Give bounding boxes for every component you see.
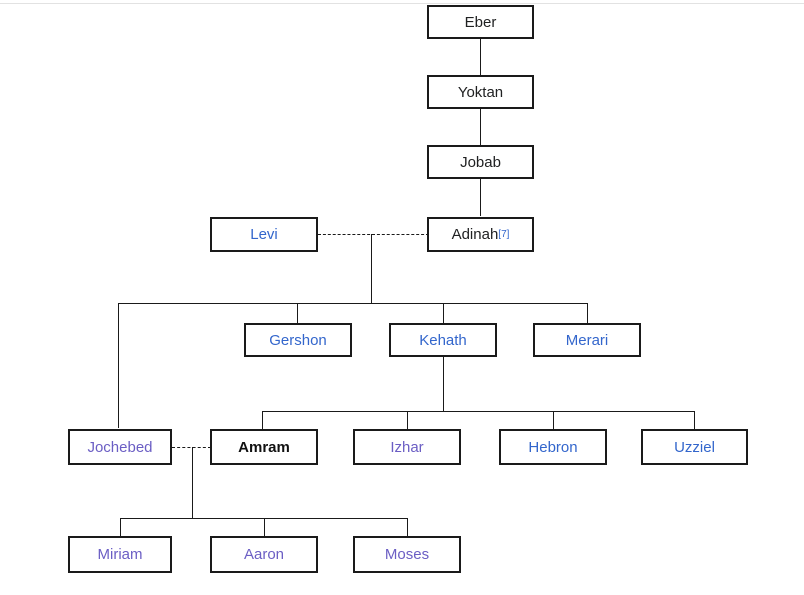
- node-eber-label: Eber: [464, 13, 497, 31]
- node-amram-label: Amram: [238, 438, 290, 456]
- node-adinah[interactable]: Adinah[7]: [427, 217, 534, 252]
- node-yoktan[interactable]: Yoktan: [427, 75, 534, 109]
- sibling-bus-kehath-children: [262, 411, 694, 412]
- connector-bus-kehath: [443, 303, 444, 323]
- node-uzziel-label: Uzziel: [674, 438, 715, 456]
- node-uzziel[interactable]: Uzziel: [641, 429, 748, 465]
- connector-kehath-drop: [443, 357, 444, 411]
- node-hebron-label: Hebron: [528, 438, 578, 456]
- connector-bus-uzziel: [694, 411, 695, 429]
- connector-bus-moses: [407, 518, 408, 536]
- connector-bus-miriam: [120, 518, 121, 536]
- node-moses-label: Moses: [384, 546, 430, 563]
- node-miriam[interactable]: Miriam: [68, 536, 172, 573]
- node-gershon-label: Gershon: [269, 331, 327, 349]
- node-jobab-label: Jobab: [460, 153, 501, 171]
- connector-levi-adinah-drop: [371, 234, 372, 303]
- node-eber[interactable]: Eber: [427, 5, 534, 39]
- node-aaron[interactable]: Aaron: [210, 536, 318, 573]
- node-hebron[interactable]: Hebron: [499, 429, 607, 465]
- node-jochebed[interactable]: Jochebed: [68, 429, 172, 465]
- node-levi-label: Levi: [250, 226, 278, 243]
- connector-bus-gershon: [297, 303, 298, 323]
- node-izhar[interactable]: Izhar: [353, 429, 461, 465]
- node-jobab[interactable]: Jobab: [427, 145, 534, 179]
- sibling-bus-levi-children: [118, 303, 588, 304]
- node-izhar-label: Izhar: [390, 438, 424, 456]
- connector-bus-merari: [587, 303, 588, 323]
- connector-jobab-adinah: [480, 179, 481, 216]
- node-merari[interactable]: Merari: [533, 323, 641, 357]
- node-levi[interactable]: Levi: [210, 217, 318, 252]
- connector-bus-hebron: [553, 411, 554, 429]
- node-amram[interactable]: Amram: [210, 429, 318, 465]
- connector-bus-amram: [262, 411, 263, 429]
- connector-bus-izhar: [407, 411, 408, 429]
- node-moses[interactable]: Moses: [353, 536, 461, 573]
- page-top-rule: [0, 3, 804, 4]
- node-yoktan-label: Yoktan: [457, 83, 504, 101]
- node-kehath-label: Kehath: [419, 331, 467, 349]
- marriage-jochebed-amram: [172, 447, 211, 448]
- connector-yoktan-jobab: [480, 109, 481, 145]
- connector-bus-aaron: [264, 518, 265, 536]
- node-merari-label: Merari: [565, 331, 609, 349]
- connector-eber-yoktan: [480, 38, 481, 75]
- node-aaron-label: Aaron: [243, 546, 285, 563]
- connector-jochebed-amram-drop: [192, 447, 193, 518]
- node-miriam-label: Miriam: [97, 546, 143, 563]
- connector-bus-jochebed: [118, 303, 119, 428]
- node-adinah-label: Adinah: [451, 226, 499, 243]
- node-kehath[interactable]: Kehath: [389, 323, 497, 357]
- marriage-levi-adinah: [318, 234, 429, 235]
- node-gershon[interactable]: Gershon: [244, 323, 352, 357]
- node-jochebed-label: Jochebed: [87, 438, 153, 456]
